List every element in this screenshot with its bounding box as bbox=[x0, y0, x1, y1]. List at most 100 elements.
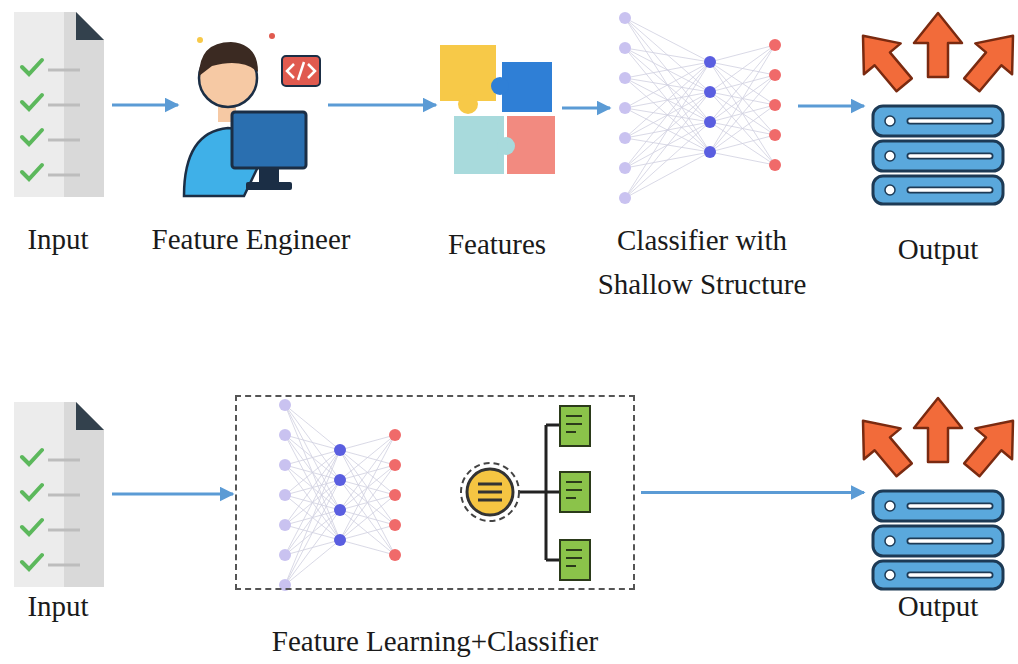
network-link bbox=[340, 480, 395, 555]
network-unit bbox=[704, 146, 716, 158]
node-label: Output bbox=[898, 232, 979, 267]
network-link bbox=[625, 18, 710, 122]
node-label: Output bbox=[898, 589, 979, 624]
network-unit bbox=[389, 459, 401, 471]
engineer-icon-part bbox=[218, 100, 236, 122]
network-link bbox=[710, 135, 775, 152]
node-label: Input bbox=[27, 222, 88, 257]
tree-icon-part bbox=[478, 484, 502, 500]
network-link bbox=[285, 435, 340, 540]
network-link bbox=[710, 92, 775, 135]
icon-node: Classifier with Shallow Structure bbox=[612, 10, 792, 202]
network-link bbox=[340, 450, 395, 495]
network-unit bbox=[279, 399, 291, 411]
network-link bbox=[285, 405, 340, 450]
network-link bbox=[625, 62, 710, 138]
network-link bbox=[625, 62, 710, 198]
network-link bbox=[625, 138, 710, 152]
network-link bbox=[625, 92, 710, 108]
network-unit bbox=[769, 129, 781, 141]
network-link bbox=[710, 92, 775, 165]
network-link bbox=[625, 48, 710, 92]
network-link bbox=[285, 480, 340, 585]
network-link bbox=[285, 450, 340, 555]
network-unit bbox=[279, 549, 291, 561]
network-link bbox=[625, 48, 710, 152]
network-link bbox=[340, 480, 395, 525]
network-icon bbox=[279, 399, 401, 591]
network-link bbox=[625, 122, 710, 138]
network-link bbox=[710, 45, 775, 152]
network-link bbox=[625, 92, 710, 198]
icon-node: Input bbox=[10, 10, 106, 200]
network-link bbox=[285, 480, 340, 495]
network-unit bbox=[334, 444, 346, 456]
engineer-icon-part bbox=[232, 112, 306, 168]
node-label: Feature Engineer bbox=[152, 222, 351, 257]
document-icon bbox=[14, 12, 104, 197]
network-link bbox=[625, 78, 710, 92]
network-link bbox=[710, 105, 775, 122]
network-link bbox=[285, 435, 340, 450]
network-unit bbox=[619, 102, 631, 114]
icon-node: Features bbox=[438, 40, 556, 176]
tree-icon-part bbox=[518, 425, 560, 560]
network-link bbox=[340, 510, 395, 525]
network-link bbox=[285, 465, 340, 510]
tree-icon-part bbox=[467, 469, 513, 515]
network-link bbox=[340, 495, 395, 510]
network-unit bbox=[389, 519, 401, 531]
flow-arrow bbox=[112, 104, 178, 107]
network-unit bbox=[769, 159, 781, 171]
network-link bbox=[285, 495, 340, 540]
network-link bbox=[285, 540, 340, 555]
network-icon bbox=[619, 12, 781, 204]
tree-icon-part bbox=[560, 540, 590, 580]
network-link bbox=[625, 78, 710, 122]
network-link bbox=[285, 450, 340, 495]
network-link bbox=[625, 18, 710, 152]
network-link bbox=[285, 525, 340, 540]
network-link bbox=[285, 450, 340, 525]
network-link bbox=[625, 62, 710, 108]
network-link bbox=[710, 92, 775, 105]
network-unit bbox=[279, 459, 291, 471]
puzzle-icon bbox=[440, 45, 555, 174]
network-unit bbox=[769, 69, 781, 81]
network-link bbox=[340, 435, 395, 450]
network-link bbox=[625, 62, 710, 168]
network-unit bbox=[704, 116, 716, 128]
network-link bbox=[285, 405, 340, 510]
icon-node: Feature Engineer bbox=[180, 15, 322, 195]
network-link bbox=[340, 465, 395, 540]
network-link bbox=[285, 465, 340, 480]
puzzle-icon-part bbox=[491, 77, 509, 95]
network-link bbox=[340, 540, 395, 555]
flow-arrow bbox=[641, 491, 864, 494]
network-unit bbox=[334, 474, 346, 486]
network-link bbox=[285, 450, 340, 585]
network-link bbox=[710, 122, 775, 135]
network-link bbox=[285, 495, 340, 510]
network-link bbox=[710, 62, 775, 75]
network-link bbox=[340, 435, 395, 480]
network-link bbox=[340, 450, 395, 555]
group-box: Feature Learning+Classifier bbox=[235, 395, 635, 590]
network-link bbox=[340, 435, 395, 510]
document-icon bbox=[14, 402, 104, 587]
node-label: Classifier with Shallow Structure bbox=[577, 219, 827, 306]
tree-icon-part bbox=[560, 406, 590, 446]
engineer-icon bbox=[184, 33, 320, 196]
network-link bbox=[340, 480, 395, 495]
network-unit bbox=[619, 162, 631, 174]
network-link bbox=[340, 435, 395, 540]
network-link bbox=[625, 108, 710, 152]
network-link bbox=[285, 465, 340, 540]
engineer-icon-part bbox=[199, 42, 258, 76]
tree-icon-part bbox=[461, 463, 519, 521]
flow-arrow bbox=[112, 493, 233, 496]
flow-arrow bbox=[328, 104, 436, 107]
network-link bbox=[625, 92, 710, 168]
